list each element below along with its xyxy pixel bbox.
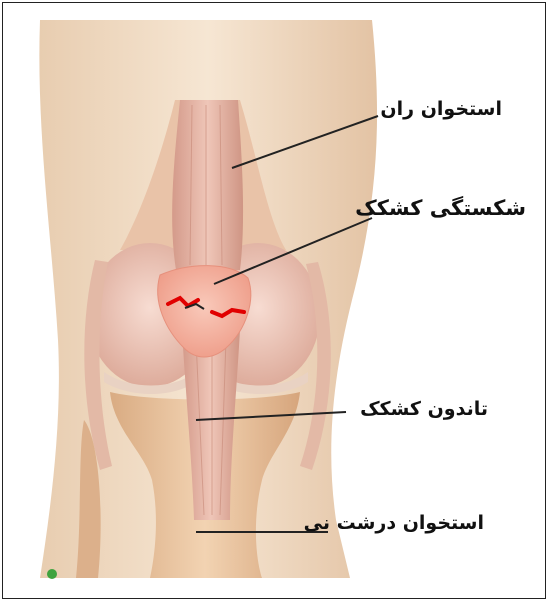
quadriceps-tendon — [172, 100, 243, 270]
label-patellar-tendon: تاندون کشکک — [360, 398, 488, 420]
label-femur: استخوان ران — [380, 98, 502, 120]
label-patella-fracture: شکستگی کشکک — [355, 196, 526, 220]
label-tibia: استخوان درشت نی — [304, 512, 484, 534]
corner-mark — [47, 569, 57, 579]
